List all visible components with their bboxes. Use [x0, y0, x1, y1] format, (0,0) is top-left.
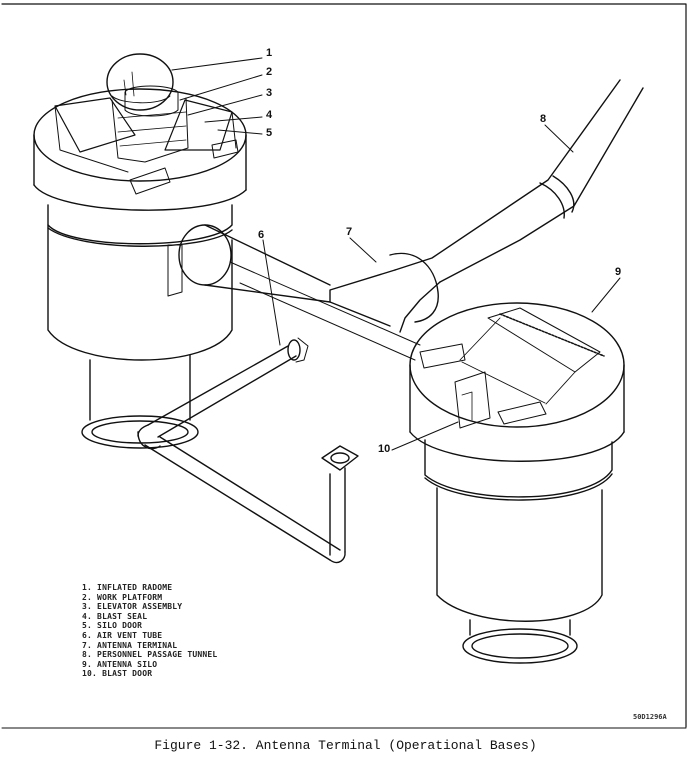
leader-7: [349, 237, 377, 263]
parts-legend: 1. INFLATED RADOME 2. WORK PLATFORM 3. E…: [82, 583, 217, 679]
legend-item: 9. ANTENNA SILO: [82, 659, 158, 669]
legend-item: 1. INFLATED RADOME: [82, 583, 173, 592]
diagram-frame: 1 2 3 4 5 6 7 8 9 10 1. INFLATED RADOME …: [1, 3, 687, 729]
legend-item: 10. BLAST DOOR: [82, 669, 153, 679]
legend-item: 5. SILO DOOR: [82, 621, 143, 631]
leader-1: [171, 57, 263, 71]
leader-10: [391, 421, 459, 451]
callout-4: 4: [266, 109, 273, 121]
frame-border: [1, 3, 687, 728]
legend-item: 3. ELEVATOR ASSEMBLY: [82, 602, 183, 612]
leader-8: [544, 124, 574, 153]
legend-item: 7. ANTENNA TERMINAL: [82, 640, 178, 650]
callout-5: 5: [266, 127, 273, 139]
callout-7: 7: [346, 226, 353, 238]
air-vent-tube: [137, 337, 359, 564]
drawing-number: 50D1296A: [633, 713, 667, 721]
callout-2: 2: [266, 66, 273, 78]
personnel-passage-tunnel: [329, 79, 644, 333]
callout-10: 10: [378, 443, 391, 455]
antenna-terminal-illustration: [1, 3, 687, 729]
leader-3: [187, 94, 263, 116]
callout-9: 9: [615, 266, 622, 278]
legend-item: 4. BLAST SEAL: [82, 611, 148, 621]
antenna-terminal-tube: [178, 224, 421, 361]
leader-lines: [171, 57, 621, 451]
leader-9: [591, 277, 621, 313]
leader-2: [179, 74, 263, 101]
callout-6: 6: [258, 229, 265, 241]
legend-item: 8. PERSONNEL PASSAGE TUNNEL: [82, 650, 218, 660]
legend-item: 6. AIR VENT TUBE: [82, 630, 163, 640]
right-antenna-silo: [409, 302, 625, 664]
leader-6: [262, 239, 281, 346]
callout-3: 3: [266, 87, 273, 99]
figure-caption: Figure 1-32. Antenna Terminal (Operation…: [154, 738, 537, 753]
callout-1: 1: [266, 47, 273, 59]
leader-5: [217, 129, 263, 135]
callout-8: 8: [540, 113, 547, 125]
leader-4: [204, 116, 263, 123]
left-antenna-silo: [33, 53, 247, 449]
legend-item: 2. WORK PLATFORM: [82, 592, 163, 602]
